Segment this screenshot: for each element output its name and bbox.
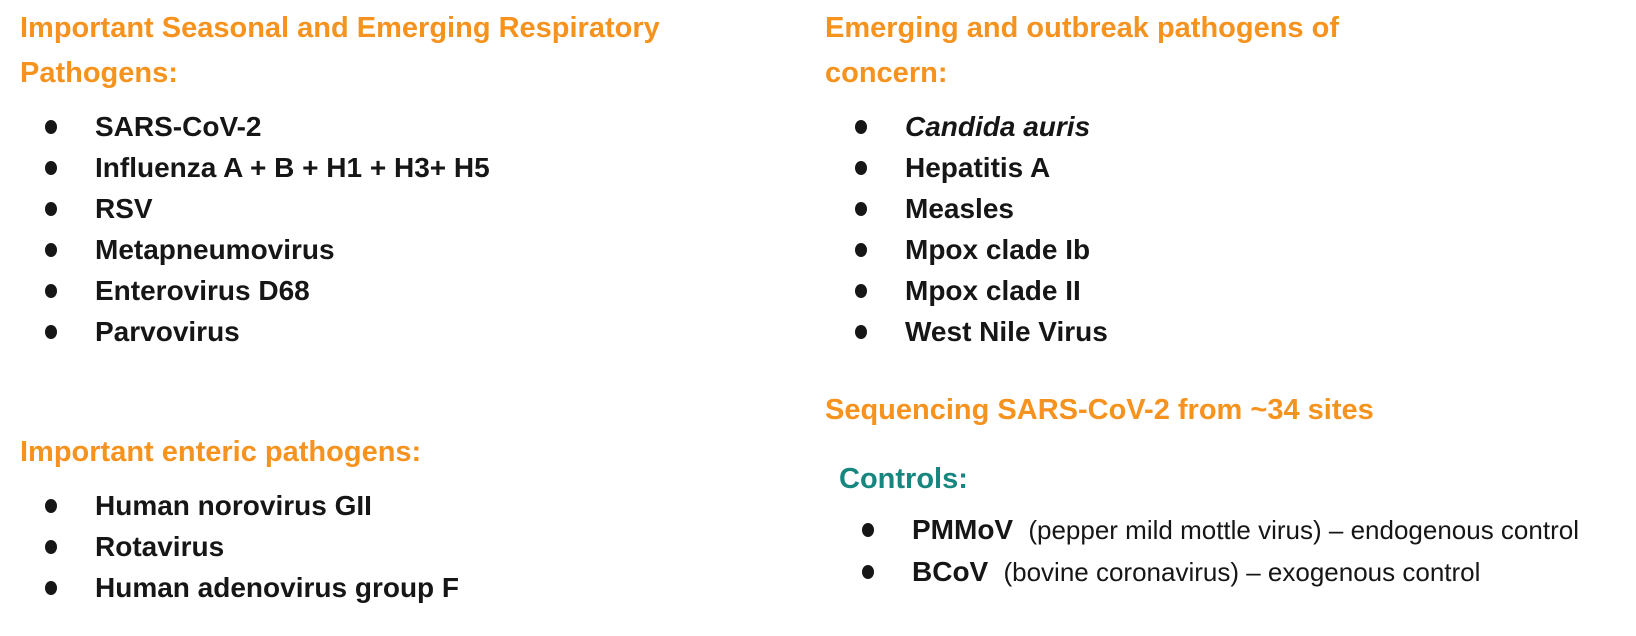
bullet-icon [45,161,57,175]
control-detail: (pepper mild mottle virus) – endogenous … [1028,515,1579,545]
enteric-pathogens-heading: Important enteric pathogens: [20,436,422,468]
bullet-icon [855,202,867,216]
controls-section: Controls: PMMoV (pepper mild mottle viru… [825,457,1631,592]
bullet-icon [45,284,57,298]
list-item: Influenza A + B + H1 + H3+ H5 [20,147,750,188]
list-item-label: Mpox clade II [905,275,1081,306]
bullet-icon [45,120,57,134]
list-item-label: Human norovirus GII [95,490,372,521]
list-item-label: Rotavirus [95,531,225,562]
bullet-icon [855,325,867,339]
list-item: Rotavirus [20,526,750,567]
emerging-pathogens-list: Candida auris Hepatitis A Measles Mpox c… [825,106,1631,352]
control-name: BCoV [912,556,989,587]
list-item-label: Enterovirus D68 [95,275,310,306]
list-item-label: RSV [95,193,153,224]
bullet-icon [855,243,867,257]
list-item: BCoV (bovine coronavirus) – exogenous co… [839,552,1631,592]
bullet-icon [45,540,57,554]
left-column: Important Seasonal and Emerging Respirat… [20,6,750,608]
bullet-icon [45,243,57,257]
controls-heading: Controls: [839,463,968,495]
list-item: PMMoV (pepper mild mottle virus) – endog… [839,510,1631,550]
control-name: PMMoV [912,514,1014,545]
list-item-label: Candida auris [905,111,1091,142]
list-item-label: Parvovirus [95,316,240,347]
list-item: Candida auris [825,106,1631,147]
list-item: Metapneumovirus [20,229,750,270]
list-item: Parvovirus [20,311,750,352]
list-item: Measles [825,188,1631,229]
list-item: Mpox clade Ib [825,229,1631,270]
bullet-icon [45,499,57,513]
controls-list: PMMoV (pepper mild mottle virus) – endog… [839,510,1631,592]
bullet-icon [855,161,867,175]
list-item-label: West Nile Virus [905,316,1108,347]
list-item-label: Influenza A + B + H1 + H3+ H5 [95,152,490,183]
list-item: SARS-CoV-2 [20,106,750,147]
control-detail: (bovine coronavirus) – exogenous control [1003,557,1481,587]
list-item: RSV [20,188,750,229]
right-column: Emerging and outbreak pathogens of conce… [825,6,1631,592]
list-item: Human adenovirus group F [20,567,750,608]
list-item-label: SARS-CoV-2 [95,111,262,142]
bullet-icon [45,325,57,339]
bullet-icon [855,120,867,134]
bullet-icon [45,581,57,595]
list-item-label: Hepatitis A [905,152,1051,183]
list-item-label: Mpox clade Ib [905,234,1091,265]
list-item-label: Measles [905,193,1014,224]
emerging-pathogens-heading: Emerging and outbreak pathogens of conce… [825,12,1339,89]
bullet-icon [855,284,867,298]
list-item-label: Metapneumovirus [95,234,335,265]
sequencing-note: Sequencing SARS-CoV-2 from ~34 sites [825,394,1374,426]
list-item-label: Human adenovirus group F [95,572,460,603]
list-item: Hepatitis A [825,147,1631,188]
list-item: Mpox clade II [825,270,1631,311]
list-item: Human norovirus GII [20,485,750,526]
enteric-pathogens-list: Human norovirus GII Rotavirus Human aden… [20,485,750,608]
bullet-icon [862,523,874,537]
bullet-icon [862,565,874,579]
bullet-icon [45,202,57,216]
respiratory-pathogens-heading: Important Seasonal and Emerging Respirat… [20,12,660,89]
list-item: Enterovirus D68 [20,270,750,311]
list-item: West Nile Virus [825,311,1631,352]
respiratory-pathogens-list: SARS-CoV-2 Influenza A + B + H1 + H3+ H5… [20,106,750,352]
